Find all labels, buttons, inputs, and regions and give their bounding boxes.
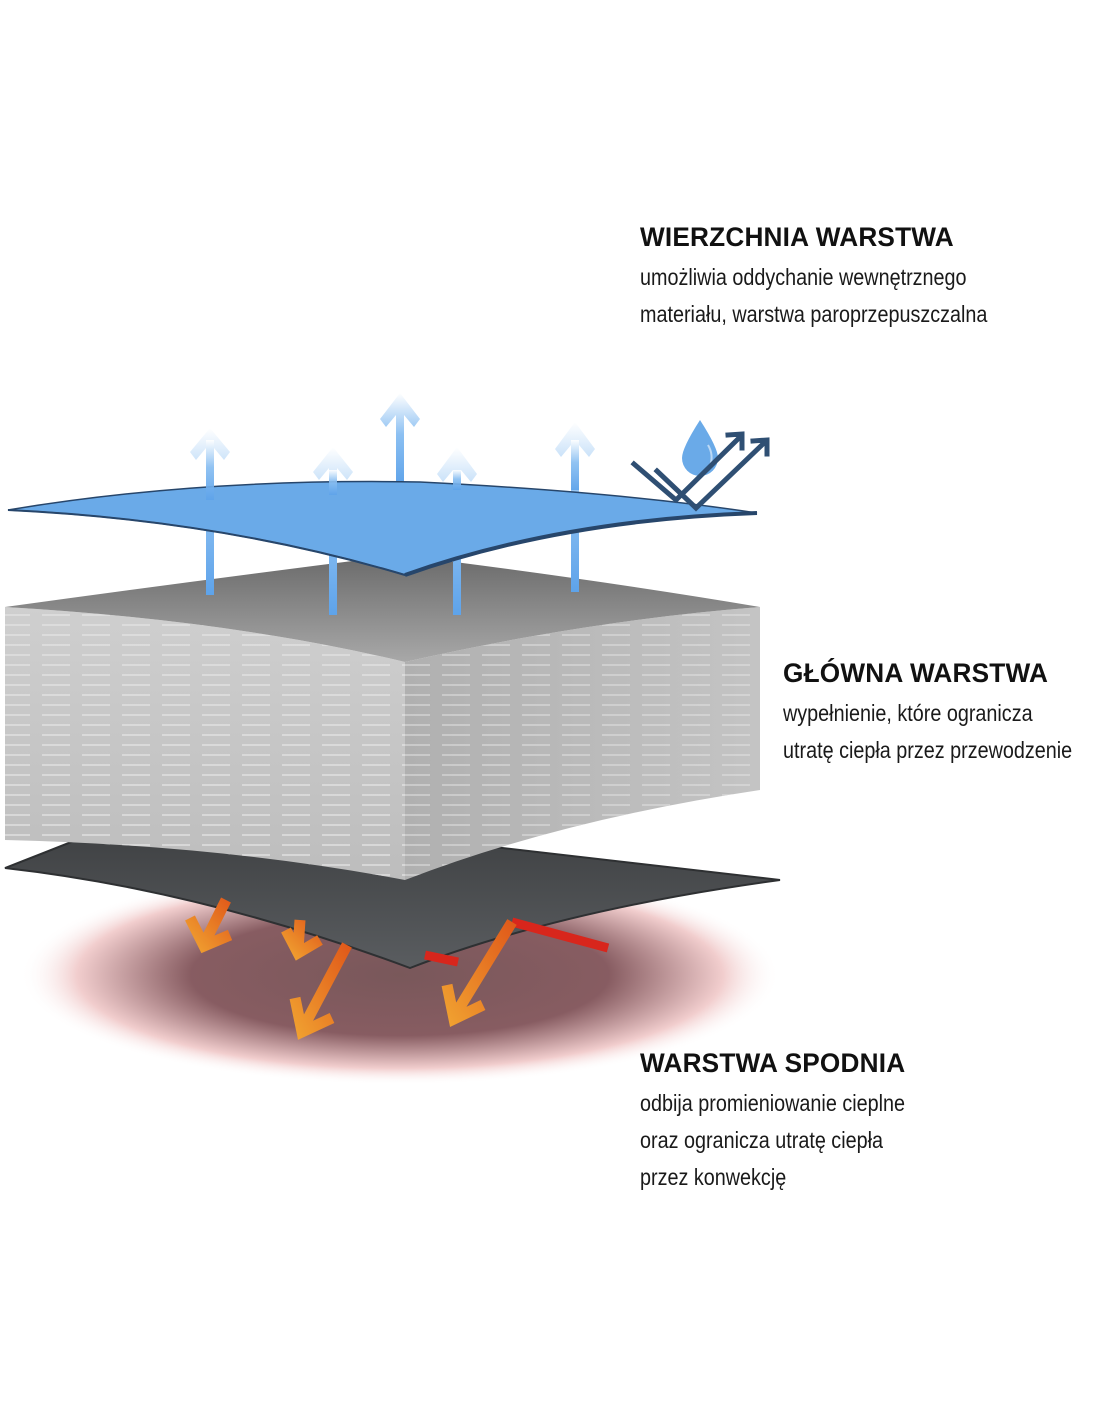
- top-layer-description: umożliwia oddychanie wewnętrznego materi…: [640, 264, 988, 327]
- heat-arrow: [281, 919, 323, 961]
- heat-arrow: [289, 942, 352, 1040]
- bounce-arrow-icon: [653, 437, 770, 512]
- reflect-line: [510, 917, 610, 953]
- bottom-layer-description: odbija promieniowanie cieplne oraz ogran…: [640, 1090, 906, 1190]
- bounce-arrow-icon: [630, 431, 745, 504]
- vapor-arrow: [380, 393, 420, 485]
- main-layer-title: GŁÓWNA WARSTWA: [783, 658, 1049, 688]
- main-layer-label: GŁÓWNA WARSTWA wypełnienie, które ograni…: [783, 658, 1100, 769]
- heat-arrow: [441, 919, 517, 1028]
- bottom-layer-label: WARSTWA SPODNIA odbija promieniowanie ci…: [640, 1048, 948, 1196]
- top-layer-sheet: [7, 480, 758, 576]
- bottom-layer-title: WARSTWA SPODNIA: [640, 1048, 906, 1078]
- water-drop-icon: [682, 420, 718, 476]
- main-layer-description: wypełnienie, które ogranicza utratę ciep…: [783, 700, 1073, 763]
- reflect-line: [424, 950, 459, 967]
- top-layer-label: WIERZCHNIA WARSTWA umożliwia oddychanie …: [640, 222, 1044, 333]
- water-repellent-icon: [630, 420, 770, 512]
- heat-arrow: [185, 897, 233, 954]
- top-layer-title: WIERZCHNIA WARSTWA: [640, 222, 954, 252]
- heat-arrows: [185, 897, 610, 1040]
